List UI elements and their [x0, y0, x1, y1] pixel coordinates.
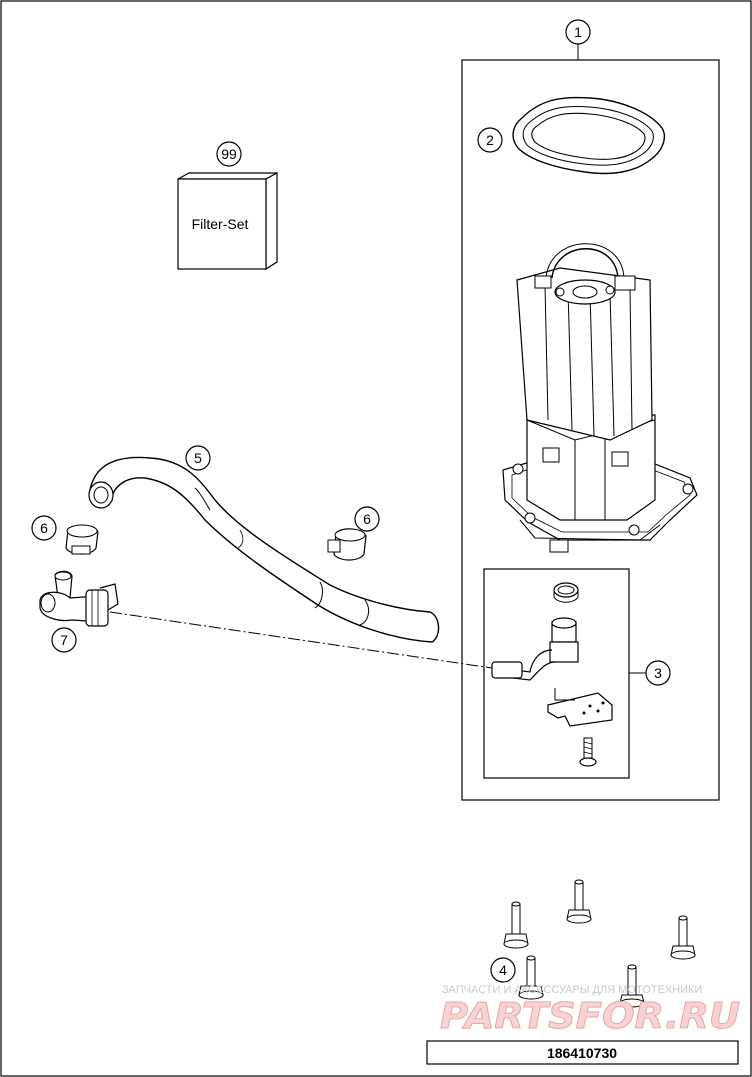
callout-7-label: 7 [60, 632, 68, 648]
fuel-hose-part[interactable] [88, 456, 440, 643]
fuel-pump-group-frame [461, 59, 720, 801]
watermark-brand: PARTSFOR.RU [440, 996, 740, 1037]
bolt-5[interactable] [619, 964, 645, 1008]
hose-clamp-right-part[interactable] [327, 528, 367, 561]
bracket-plate-part[interactable] [547, 688, 613, 727]
callout-99-label: 99 [221, 146, 237, 162]
callout-1-label: 1 [574, 24, 582, 40]
callout-6-left-label: 6 [40, 520, 48, 536]
quick-connector-part[interactable] [39, 570, 119, 627]
callout-6-right[interactable]: 6 [354, 506, 380, 532]
callout-6-left[interactable]: 6 [31, 515, 57, 541]
callout-4-label: 4 [499, 962, 507, 978]
callout-3-label: 3 [654, 665, 662, 681]
filter-set-box[interactable]: Filter-Set [177, 171, 278, 271]
bolt-3[interactable] [670, 915, 696, 960]
gasket-part[interactable] [512, 96, 666, 175]
callout-3[interactable]: 3 [645, 660, 671, 686]
connection-centerline [109, 611, 493, 669]
small-screw-part[interactable] [579, 737, 597, 767]
watermark-tagline: ЗАПЧАСТИ И АКСЕССУАРЫ ДЛЯ МОТОТЕХНИКИ [442, 984, 702, 996]
callout-99[interactable]: 99 [216, 141, 242, 167]
part-number-box [426, 1040, 739, 1065]
callout-5[interactable]: 5 [185, 445, 211, 471]
callout-5-label: 5 [194, 450, 202, 466]
callout-4[interactable]: 4 [490, 957, 516, 983]
elbow-fitting-part[interactable] [491, 617, 579, 681]
bolt-4[interactable] [518, 955, 544, 1000]
hose-clamp-left-part[interactable] [65, 524, 99, 555]
bolt-2[interactable] [566, 879, 592, 924]
callout-2-label: 2 [486, 132, 494, 148]
callout-6-right-label: 6 [363, 511, 371, 527]
bolt-1[interactable] [503, 901, 529, 949]
callout-7[interactable]: 7 [51, 627, 77, 653]
callout-1[interactable]: 1 [565, 19, 591, 45]
part-number: 186410730 [547, 1045, 617, 1061]
fuel-pump-part[interactable] [502, 243, 698, 553]
filter-set-label: Filter-Set [192, 216, 249, 232]
callout-2[interactable]: 2 [477, 127, 503, 153]
o-ring-part[interactable] [553, 582, 579, 603]
